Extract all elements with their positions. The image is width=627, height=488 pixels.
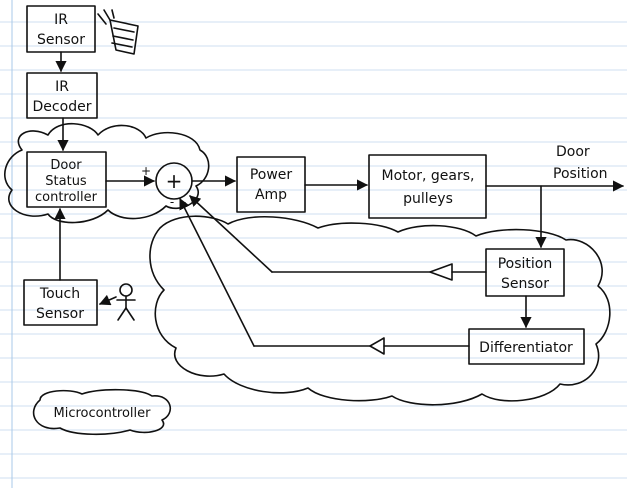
ir-sensor-block: IR Sensor [26, 5, 96, 53]
summing-junction: + + - - [141, 162, 193, 209]
motor-gears-pulleys-block: Motor, gears, pulleys [368, 154, 487, 219]
door-position-label-line1: Door [556, 144, 590, 160]
power-amp-block: Power Amp [236, 156, 306, 213]
power-amp-label-line1: Power [250, 167, 293, 183]
motor-label-line2: pulleys [403, 191, 453, 207]
velocity-feedback-path [179, 197, 470, 355]
summing-plus-sign: + [166, 169, 183, 193]
ir-decoder-label-line2: Decoder [33, 99, 92, 115]
stick-figure-person-icon [116, 283, 136, 321]
touch-sensor-label-line2: Sensor [36, 306, 84, 322]
touch-sensor-block: Touch Sensor [23, 279, 98, 326]
touch-sensor-label-line1: Touch [39, 286, 80, 302]
power-amp-label-line2: Amp [255, 187, 287, 203]
arrow-person-to-touch [98, 294, 117, 306]
ir-decoder-block: IR Decoder [26, 72, 98, 119]
notebook-rule-lines [0, 21, 627, 479]
microcontroller-cloud-lower [149, 215, 611, 406]
microcontroller-cloud-upper [3, 122, 210, 224]
microcontroller-label: Microcontroller [53, 406, 151, 421]
position-gain-triangle [429, 263, 453, 281]
ir-sensor-label-line2: Sensor [37, 32, 85, 48]
remote-control-icon [97, 9, 139, 55]
ir-decoder-label-line1: IR [55, 79, 69, 95]
door-status-controller-block: Door Status controller [26, 151, 107, 208]
position-sensor-label-line2: Sensor [501, 276, 549, 292]
sign-positive-label: + [141, 164, 151, 178]
door-status-label-line2: Status [45, 174, 87, 189]
sign-negative-label-1: - [170, 195, 174, 209]
door-status-label-line3: controller [35, 190, 98, 205]
door-status-label-line1: Door [50, 158, 82, 173]
position-sensor-label-line1: Position [498, 256, 553, 272]
microcontroller-legend: Microcontroller [32, 388, 172, 436]
ir-sensor-label-line1: IR [54, 12, 68, 28]
position-feedback-path [189, 195, 487, 281]
differentiator-label: Differentiator [479, 340, 573, 356]
position-sensor-block: Position Sensor [485, 248, 565, 297]
velocity-gain-triangle [369, 337, 385, 355]
motor-label-line1: Motor, gears, [382, 168, 475, 184]
door-position-label-line2: Position [553, 166, 608, 182]
